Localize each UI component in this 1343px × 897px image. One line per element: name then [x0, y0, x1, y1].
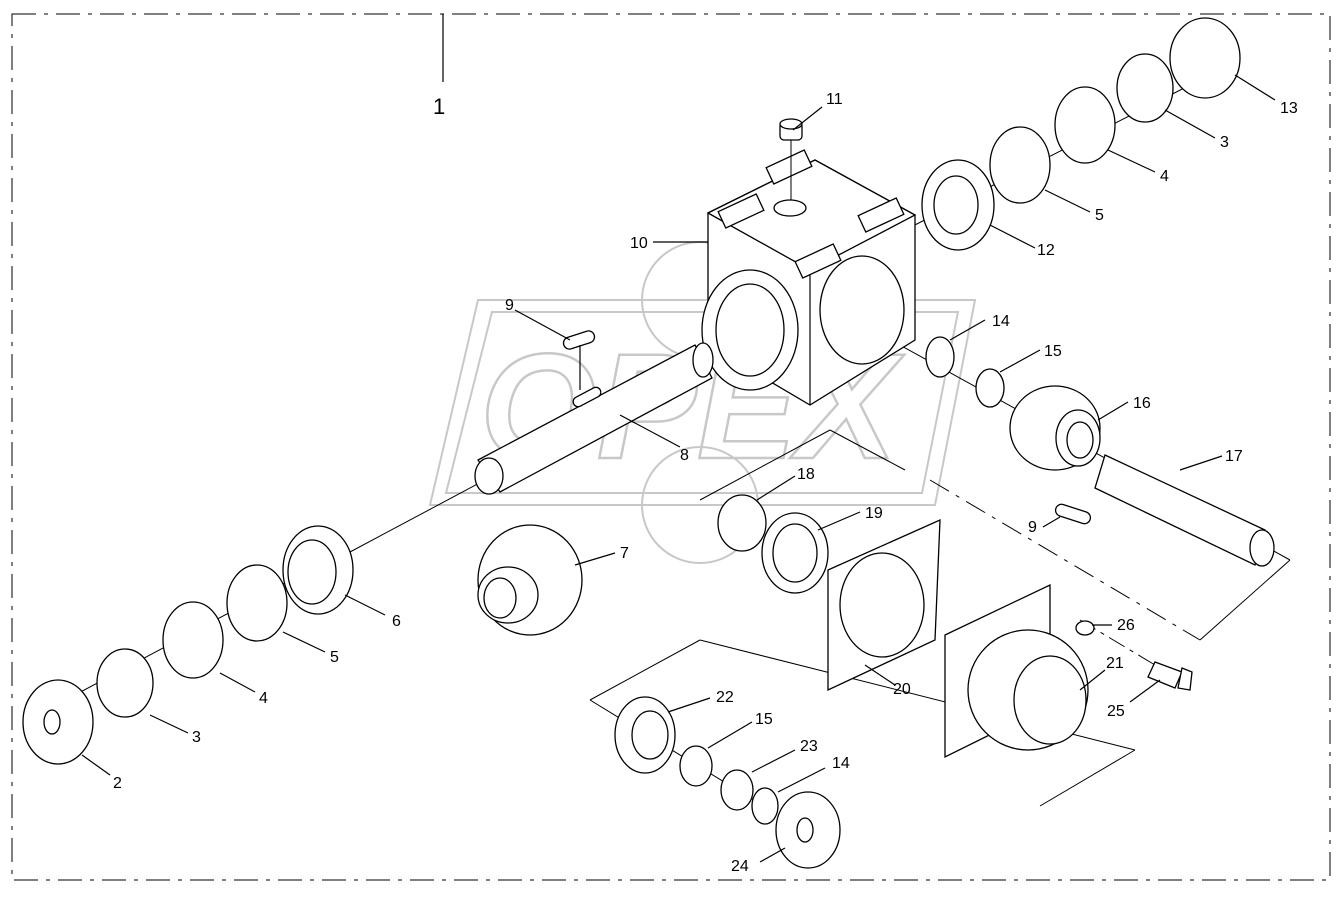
bearing-22: [614, 696, 676, 774]
circlip-14-bottom: [751, 787, 779, 825]
callout-3-top: 3: [1220, 134, 1229, 151]
gasket-20: [827, 518, 941, 692]
callout-6: 6: [392, 613, 401, 630]
callout-2: 2: [113, 775, 122, 792]
callout-13: 13: [1280, 100, 1298, 117]
callout-4-top: 4: [1160, 168, 1169, 185]
callout-4-left: 4: [259, 690, 268, 707]
callout-25: 25: [1107, 703, 1125, 720]
shim-18: [717, 494, 767, 552]
flange-housing-21: [944, 583, 1089, 759]
callout-10: 10: [630, 235, 648, 252]
input-shaft: [474, 342, 714, 495]
callout-17: 17: [1225, 448, 1243, 465]
shim-23: [720, 769, 754, 811]
shaft-key-9: [1054, 503, 1092, 525]
circlip-3: [1116, 53, 1174, 123]
bolt-25: [1147, 661, 1193, 691]
callout-14-right: 14: [992, 313, 1010, 330]
cover-cap-24: [775, 791, 841, 869]
callout-21: 21: [1106, 655, 1124, 672]
group-boundary: [11, 13, 1331, 881]
callout-9: 9: [505, 297, 514, 314]
bearing-6: [282, 525, 354, 615]
callout-5-left: 5: [330, 649, 339, 666]
callout-23: 23: [800, 738, 818, 755]
callout-9-right: 9: [1028, 519, 1037, 536]
callout-3-left: 3: [192, 729, 201, 746]
bearing-12: [921, 159, 995, 251]
bearing-19: [761, 512, 829, 594]
circlip-14: [925, 336, 955, 378]
output-shaft-17: [1094, 454, 1275, 567]
callout-18: 18: [797, 466, 815, 483]
leader-lines: [81, 74, 1276, 863]
shim-ring-5: [989, 126, 1051, 204]
callout-14-bottom: 14: [832, 755, 850, 772]
callout-11: 11: [826, 91, 843, 108]
callout-19: 19: [865, 505, 883, 522]
callout-15-bottom: 15: [755, 711, 773, 728]
callout-24: 24: [731, 858, 749, 875]
cover-cap-13: [1169, 17, 1241, 99]
shaft-key: [562, 330, 596, 350]
shim-15-bottom: [679, 745, 713, 787]
callout-20: 20: [893, 681, 911, 698]
callout-16: 16: [1133, 395, 1151, 412]
gearbox-housing: [701, 149, 917, 406]
bevel-gear-16: [1009, 385, 1101, 471]
washer-26: [1075, 620, 1095, 636]
bevel-gear-7: [477, 524, 583, 636]
shim-ring-4-left: [162, 601, 224, 679]
shim-ring-5-left: [226, 564, 288, 642]
callout-15-right: 15: [1044, 343, 1062, 360]
callout-7: 7: [620, 545, 629, 562]
callout-26: 26: [1117, 617, 1135, 634]
shim-ring-4: [1054, 86, 1116, 164]
cover-cap-2: [22, 679, 94, 765]
callout-12: 12: [1037, 242, 1055, 259]
callout-22: 22: [716, 689, 734, 706]
group-number: 1: [433, 94, 445, 119]
callout-5-top: 5: [1095, 207, 1104, 224]
callout-8: 8: [680, 447, 689, 464]
shim-15: [975, 368, 1005, 408]
circlip-3-left: [96, 648, 154, 718]
